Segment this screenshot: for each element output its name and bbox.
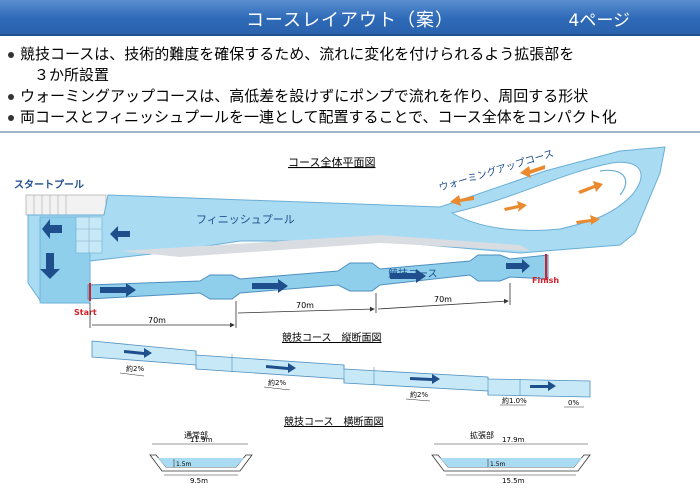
arrow-left-icon	[42, 219, 62, 239]
page-title: コースレイアウト（案）	[245, 10, 455, 31]
arrow-right-icon	[100, 283, 136, 297]
page-number: 4ページ	[568, 11, 630, 31]
normal-bottom-width: 9.5m	[190, 477, 208, 485]
arrow-right-icon	[504, 201, 527, 212]
arrow-right-icon	[390, 269, 426, 283]
course-diagram: コース全体平面図 スタートプール フィニッシュプール ウォーミングアップコース …	[14, 146, 666, 485]
bullet-item: ウォーミングアップコースは、高低差を設けずにポンプで流れを作り、周回する形状	[6, 86, 696, 107]
header-bar: コースレイアウト（案） 4ページ	[0, 0, 700, 36]
start-pool-label: スタートプール	[14, 178, 84, 191]
flow-arrows-blue	[40, 219, 530, 297]
start-label: Start	[74, 308, 97, 317]
start-pool-building	[25, 194, 107, 216]
bullet-continuation: ３か所設置	[6, 65, 696, 86]
warmup-island	[450, 161, 642, 231]
bullet-list: 競技コースは、技術的難度を確保するため、流れに変化を付けられるよう拡張部を ３か…	[6, 44, 696, 128]
bullet-text: 競技コースは、技術的難度を確保するため、流れに変化を付けられるよう拡張部を	[20, 45, 575, 63]
arrow-right-icon	[410, 374, 440, 384]
arrow-right-icon	[576, 215, 600, 225]
arrow-right-icon	[252, 279, 288, 293]
expanded-section-label: 拡張部	[470, 430, 494, 440]
walkway	[120, 235, 530, 257]
bullet-text: 両コースとフィニッシュプールを一連として配置することで、コース全体をコンパクト化	[20, 108, 617, 126]
arrow-left-icon	[450, 195, 474, 206]
finish-pool-label: フィニッシュプール	[196, 213, 295, 226]
expanded-depth: 1.5m	[490, 461, 506, 468]
slope-label: 約2%	[126, 364, 144, 373]
bullet-text: ウォーミングアップコースは、高低差を設けずにポンプで流れを作り、周回する形状	[20, 87, 589, 105]
normal-channel-water	[158, 458, 244, 467]
normal-depth: 1.5m	[176, 461, 192, 468]
bullet-text: ３か所設置	[34, 66, 110, 84]
start-gate-grid	[76, 217, 102, 253]
arrow-right-icon	[578, 181, 603, 194]
dimension-label: 70m	[434, 295, 452, 304]
longitudinal-title: 競技コース 縦断面図	[282, 331, 382, 344]
slope-label: 約1.0%	[502, 396, 527, 405]
arrow-right-icon	[124, 348, 152, 358]
slope-label: 約2%	[268, 378, 286, 387]
arrow-down-icon	[40, 253, 60, 279]
longitudinal-dividers	[195, 351, 521, 395]
normal-section-label: 通常部	[184, 430, 208, 440]
dimension-label: 70m	[296, 301, 314, 310]
expanded-bottom-width: 15.5m	[502, 477, 525, 485]
cross-section-title: 競技コース 横断面図	[284, 415, 384, 428]
arrow-left-icon	[110, 226, 130, 242]
flow-arrows-orange	[450, 165, 603, 225]
bullet-item: 競技コースは、技術的難度を確保するため、流れに変化を付けられるよう拡張部を	[6, 44, 696, 65]
expanded-channel-water	[440, 458, 582, 467]
finish-label: Finish	[532, 276, 559, 285]
arrow-right-icon	[530, 381, 556, 391]
slope-label: 0%	[568, 399, 579, 407]
warmup-inner-line	[599, 169, 627, 196]
arrow-right-icon	[506, 259, 530, 273]
plan-title: コース全体平面図	[288, 155, 375, 169]
bullet-item: 両コースとフィニッシュプールを一連として配置することで、コース全体をコンパクト化	[6, 107, 696, 128]
expanded-top-width: 17.9m	[502, 436, 525, 444]
competition-course	[87, 254, 549, 300]
longitudinal-arrows	[124, 348, 556, 391]
longitudinal-profile	[91, 340, 591, 398]
slope-indicators	[119, 372, 584, 408]
arrow-right-icon	[266, 363, 296, 373]
arrow-left-icon	[520, 165, 545, 178]
plan-dimensions	[89, 283, 511, 328]
dimension-label: 70m	[148, 316, 166, 325]
divider	[0, 131, 700, 133]
normal-top-width: 11.9m	[190, 436, 213, 444]
slope-label: 約2%	[410, 390, 428, 399]
